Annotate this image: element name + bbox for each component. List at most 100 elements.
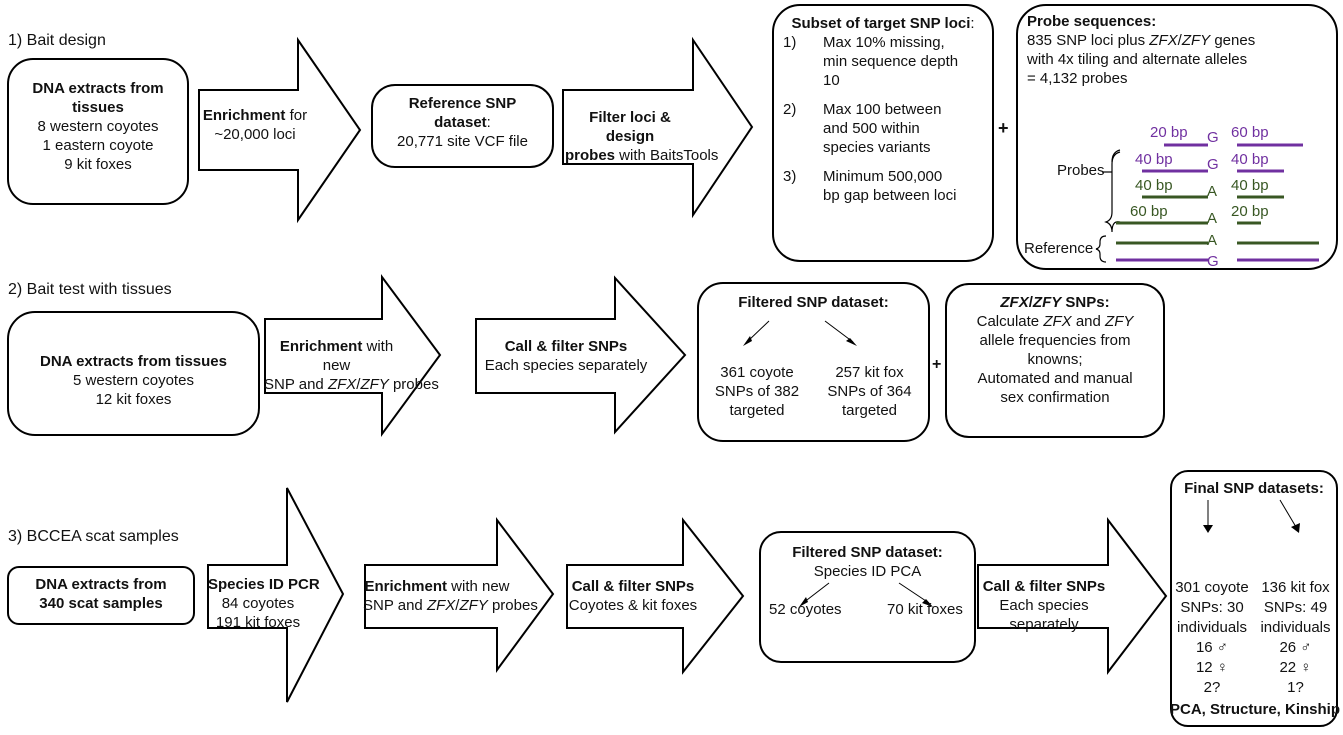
enrichment-1-text: Enrichment for ~20,000 loci bbox=[200, 106, 310, 144]
probe-sequences-text: Probe sequences: 835 SNP loci plus ZFX/Z… bbox=[1027, 12, 1332, 88]
scat-l1: DNA extracts from bbox=[35, 576, 167, 593]
enrich-2-l2b: probes bbox=[388, 376, 439, 393]
filtered-snp-box-2 bbox=[697, 282, 930, 442]
scat-samples-text: DNA extracts from 340 scat samples bbox=[10, 575, 192, 613]
subset-item-2-l1: Max 100 between bbox=[823, 101, 942, 118]
arrow-call-filter-3 bbox=[566, 517, 745, 675]
probes-bracket bbox=[1104, 151, 1121, 233]
call4-l2: separately bbox=[1009, 616, 1079, 633]
filtered3-kitfoxes: 70 kit foxes bbox=[887, 601, 963, 618]
filtered2-arrows bbox=[743, 320, 857, 346]
subset-item-2: Max 100 between and 500 within species v… bbox=[823, 100, 941, 157]
subset-item-2-l2: and 500 within bbox=[823, 120, 920, 137]
probe-title: Probe sequences: bbox=[1027, 13, 1157, 30]
tissues-title-2: tissues bbox=[72, 99, 124, 116]
final-kit-5: 22 ♀ bbox=[1279, 659, 1312, 676]
subset-item-1-l1: Max 10% missing, bbox=[823, 34, 945, 51]
enrich-1-line-2: ~20,000 loci bbox=[214, 126, 296, 143]
subset-title: Subset of target SNP loci: bbox=[776, 14, 990, 33]
zfx-l5: sex confirmation bbox=[1000, 389, 1110, 406]
enrich-2-l2: SNP and bbox=[264, 376, 328, 393]
f2-kit-1: 257 kit fox bbox=[835, 364, 904, 381]
enrich-3-bold: Enrichment bbox=[364, 578, 447, 595]
probe-row-1-left: 20 bp bbox=[1150, 124, 1188, 141]
f2-coy-2: SNPs of 382 bbox=[714, 383, 800, 400]
subset-item-3-l1: Minimum 500,000 bbox=[823, 168, 943, 185]
ref-line-1: 20,771 site VCF file bbox=[397, 133, 528, 150]
arrow-species-id-pcr bbox=[207, 487, 345, 703]
probe-row-4-right: 20 bp bbox=[1231, 203, 1269, 220]
arrow-enrichment-1 bbox=[198, 36, 362, 224]
zfx-l1: Calculate bbox=[976, 313, 1044, 330]
enrich-3-zfy: ZFY bbox=[459, 597, 488, 614]
tissues-box-2-text: DNA extracts from tissues 5 western coyo… bbox=[12, 352, 255, 409]
subset-item-3-num: 3) bbox=[783, 168, 797, 185]
final-coy-2: SNPs: 30 bbox=[1180, 599, 1244, 616]
probe-row-3-left: 40 bp bbox=[1135, 177, 1173, 194]
filter-probes-text: Filter loci & design probes with BaitsTo… bbox=[565, 108, 718, 165]
filtered2-coyote: 361 coyote SNPs of 382 targeted bbox=[702, 363, 812, 420]
final-coy-1: 301 coyote bbox=[1175, 579, 1249, 596]
zfx-zfy-text: ZFX/ZFY SNPs: Calculate ZFX and ZFY alle… bbox=[948, 293, 1162, 407]
stage-2-label: 2) Bait test with tissues bbox=[8, 281, 172, 298]
zfx-l1-zfx: ZFX bbox=[1043, 313, 1072, 330]
zfx-l3: knowns; bbox=[1027, 351, 1083, 368]
ref-colon: : bbox=[486, 114, 491, 131]
plus-sign-2: + bbox=[932, 356, 942, 373]
call3-bold: Call & filter SNPs bbox=[571, 578, 695, 595]
call-filter-3-text: Call & filter SNPs Coyotes & kit foxes bbox=[568, 577, 698, 615]
enrich-3-rest: with new bbox=[446, 578, 510, 595]
ref-title-2: dataset bbox=[434, 114, 487, 131]
probe-line-3: = 4,132 probes bbox=[1027, 70, 1128, 87]
tissues2-line-1: 5 western coyotes bbox=[73, 372, 194, 389]
zfx-t-zfy: ZFY bbox=[1032, 294, 1062, 311]
subset-item-3-l2: bp gap between loci bbox=[823, 187, 957, 204]
subset-item-2-l3: species variants bbox=[823, 139, 931, 156]
probes-label: Probes bbox=[1057, 162, 1105, 179]
stage-3-label: 3) BCCEA scat samples bbox=[8, 528, 179, 545]
filter-rest: with BaitsTools bbox=[615, 147, 719, 164]
probe-row-1-right: 60 bp bbox=[1231, 124, 1269, 141]
reference-label: Reference bbox=[1024, 240, 1094, 257]
enrich-3-zfx: ZFX bbox=[426, 597, 456, 614]
plus-sign-1: + bbox=[998, 118, 1009, 138]
tissues-line-3: 9 kit foxes bbox=[64, 156, 132, 173]
probe-row-2-right: 40 bp bbox=[1231, 151, 1269, 168]
zfx-t-zfx: ZFX bbox=[1000, 294, 1029, 311]
probe-sequences-box bbox=[1016, 4, 1338, 270]
f3-title: Filtered SNP dataset: bbox=[792, 544, 943, 561]
tissues-box-1 bbox=[7, 58, 189, 205]
call3-l2: Coyotes & kit foxes bbox=[568, 597, 698, 614]
reference-allele-2: G bbox=[1207, 253, 1219, 270]
f2-kit-3: targeted bbox=[841, 402, 898, 419]
filtered2-kitfox: 257 kit fox SNPs of 364 targeted bbox=[812, 363, 927, 420]
enrich-2-slash: / bbox=[356, 376, 361, 393]
stage-1-label: 1) Bait design bbox=[8, 32, 106, 49]
final-kit-6: 1? bbox=[1287, 679, 1304, 696]
zfx-t-snps: SNPs: bbox=[1061, 294, 1110, 311]
f2-coy-3: targeted bbox=[729, 402, 785, 419]
call2-line-2: Each species separately bbox=[484, 357, 648, 374]
scat-l2: 340 scat samples bbox=[39, 595, 163, 612]
pcr-l2: 191 kit foxes bbox=[215, 614, 301, 631]
subset-item-1-l2: min sequence depth bbox=[823, 53, 959, 70]
enrich-2-bold: Enrichment bbox=[279, 338, 363, 355]
final-kitfox: 136 kit fox SNPs: 49 individuals 26 ♂ 22… bbox=[1253, 578, 1338, 698]
final-coy-4: 16 ♂ bbox=[1195, 639, 1229, 656]
filter-bold-2: probes bbox=[565, 147, 616, 164]
tissues-line-2: 1 eastern coyote bbox=[42, 137, 154, 154]
call-filter-2-text: Call & filter SNPs Each species separate… bbox=[476, 337, 656, 375]
call-filter-4-text: Call & filter SNPs Each species separate… bbox=[980, 577, 1108, 634]
zfx-l1-and: and bbox=[1071, 313, 1106, 330]
final-kit-2: SNPs: 49 bbox=[1263, 599, 1328, 616]
subset-loci-box bbox=[772, 4, 994, 262]
tissues-box-1-text: DNA extracts from tissues 8 western coyo… bbox=[12, 79, 184, 174]
scat-samples-box bbox=[7, 566, 195, 625]
probe-row-3-right: 40 bp bbox=[1231, 177, 1269, 194]
zfx-l4: Automated and manual bbox=[977, 370, 1133, 387]
final-kit-1: 136 kit fox bbox=[1261, 579, 1330, 596]
call2-bold: Call & filter SNPs bbox=[504, 338, 628, 355]
enrich-2-zfy: ZFY bbox=[360, 376, 389, 393]
ref-title-1: Reference SNP bbox=[408, 95, 517, 112]
pcr-l1: 84 coyotes bbox=[221, 595, 295, 612]
